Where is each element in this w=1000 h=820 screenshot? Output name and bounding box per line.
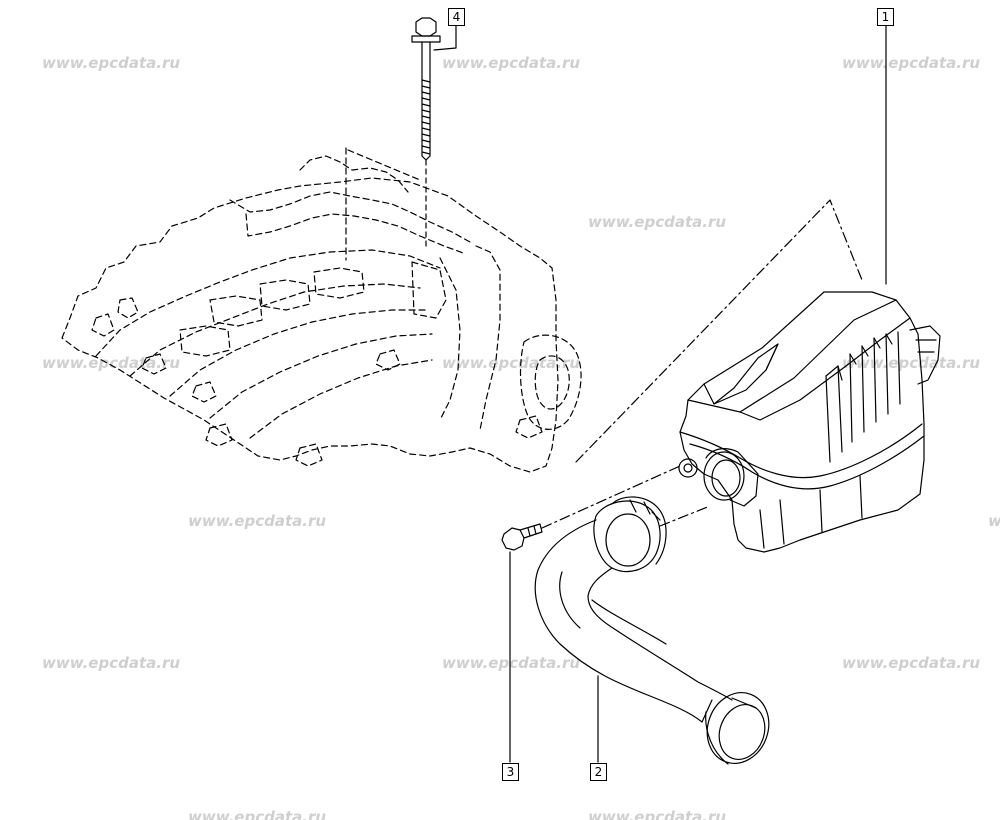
- callout-leaders: [433, 25, 887, 763]
- intake-duct-part-2: [534, 496, 770, 765]
- intake-manifold-outline: [61, 147, 582, 473]
- long-bolt-part-4: [411, 17, 441, 251]
- callout-1: 1: [877, 8, 894, 26]
- callout-3: 3: [502, 763, 519, 781]
- small-bolt-part-3: [501, 523, 543, 551]
- air-filter-housing-part-1: [678, 291, 941, 553]
- alignment-lines: [541, 199, 863, 529]
- callout-2: 2: [590, 763, 607, 781]
- callout-4: 4: [448, 8, 465, 26]
